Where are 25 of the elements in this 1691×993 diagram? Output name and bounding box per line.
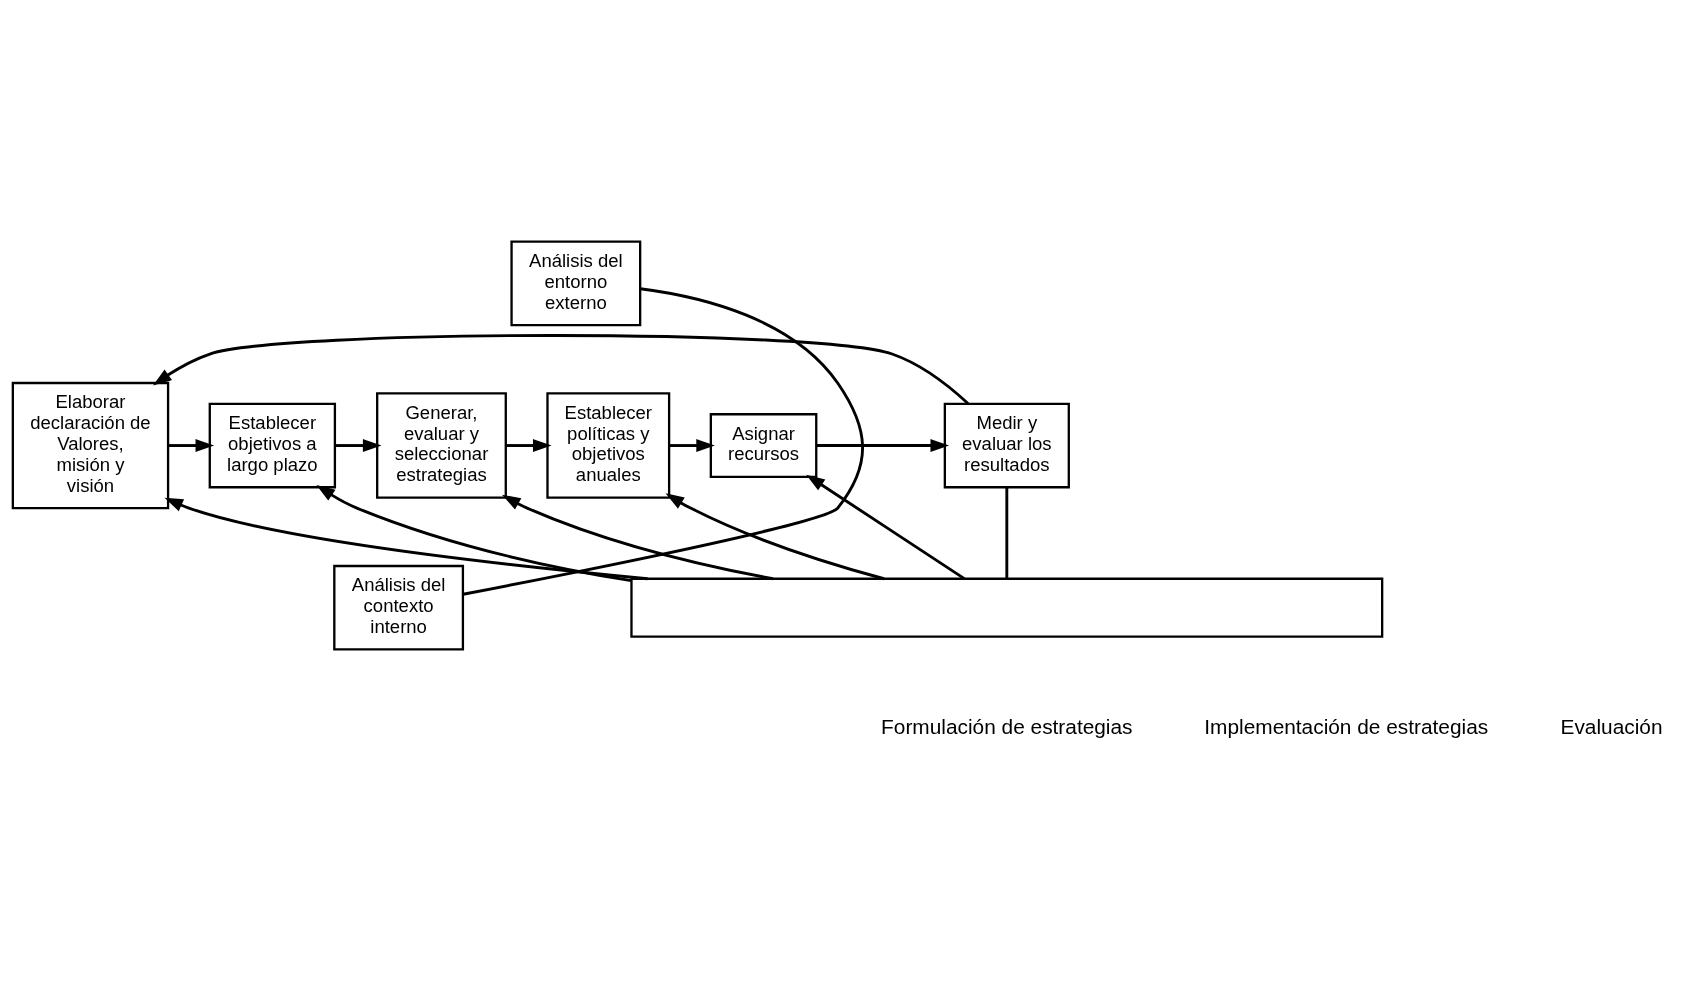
node-box: Análisis del contexto interno	[333, 564, 465, 651]
node-box: Generar, evaluar y seleccionar estrategias	[376, 392, 507, 499]
node-box: Elaborar declaración de Valores, misión y visión	[11, 381, 170, 510]
connector	[1005, 487, 1009, 579]
arrow	[669, 439, 715, 453]
arrow	[665, 493, 885, 581]
node-box: Asignar recursos	[709, 413, 818, 478]
label: Evaluación	[1560, 715, 1663, 739]
node-box: Medir y evaluar los resultados	[943, 402, 1070, 489]
arrow	[335, 439, 382, 453]
label: Formulación de estrategias	[881, 715, 1133, 739]
node-box	[630, 577, 1384, 638]
node-box: Análisis del entorno externo	[510, 240, 642, 327]
arrow	[506, 439, 552, 453]
arrow	[168, 439, 215, 453]
arrow	[164, 497, 648, 581]
arrow	[316, 484, 632, 583]
arrow	[153, 334, 969, 405]
node-box: Establecer objetivos a largo plazo	[208, 402, 337, 489]
arrow	[501, 494, 774, 581]
node-box: Establecer políticas y objetivos anuales	[546, 392, 671, 499]
connector	[462, 287, 864, 596]
arrow	[806, 474, 966, 580]
arrow	[816, 439, 950, 453]
label: Implementación de estrategias	[1204, 715, 1489, 739]
